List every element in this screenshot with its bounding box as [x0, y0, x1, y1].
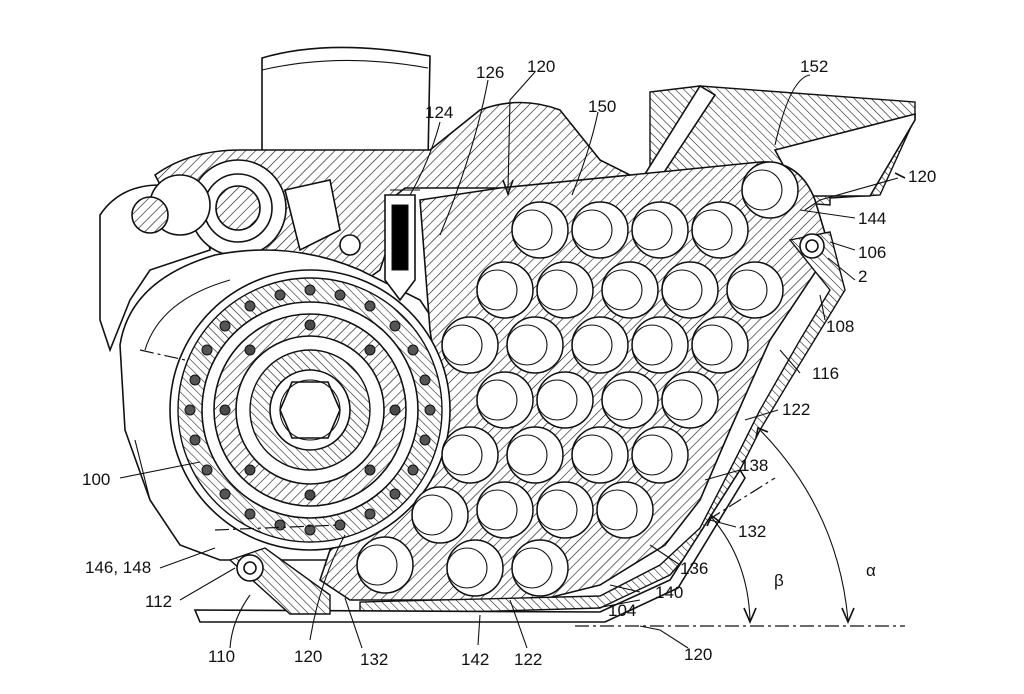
label-152: 152: [800, 57, 828, 76]
gear-bolts-inner: [219, 319, 401, 501]
label-2: 2: [858, 267, 867, 286]
label-136: 136: [680, 559, 708, 578]
battery-cells: [356, 161, 799, 597]
gear-assembly: [169, 269, 451, 551]
label-112: 112: [145, 592, 172, 611]
motor-top-block: [261, 46, 431, 161]
label-122-right: 122: [782, 400, 810, 419]
label-110: 110: [208, 647, 235, 666]
label-106: 106: [858, 243, 886, 262]
label-alpha: α: [866, 561, 876, 580]
label-144: 144: [858, 209, 886, 228]
label-120-top-right: 120: [908, 167, 936, 186]
label-126: 126: [476, 63, 504, 82]
left-linkage: [99, 159, 361, 353]
label-beta: β: [774, 571, 784, 590]
label-120-bottom-left: 120: [294, 647, 322, 666]
label-132-bottom: 132: [360, 650, 388, 669]
label-142: 142: [461, 650, 489, 669]
pinion-shaft: [384, 189, 420, 302]
reference-labels: 100 146, 148 112 110 120 132 142 122 120…: [82, 57, 936, 669]
leader-lines: [119, 71, 906, 649]
label-140: 140: [655, 583, 683, 602]
label-104: 104: [608, 601, 636, 620]
label-124: 124: [425, 103, 453, 122]
label-120-bottom-right: 120: [684, 645, 712, 664]
label-146-148: 146, 148: [85, 558, 151, 577]
label-132-right: 132: [738, 522, 766, 541]
angle-construction: [139, 349, 905, 627]
label-138: 138: [740, 456, 768, 475]
label-100: 100: [82, 470, 110, 489]
label-122-bottom: 122: [514, 650, 542, 669]
gear-bolts-outer: [184, 284, 436, 536]
bottom-plate: [193, 468, 746, 623]
label-120-top: 120: [527, 57, 555, 76]
label-108: 108: [826, 317, 854, 336]
label-116: 116: [812, 364, 839, 383]
label-150: 150: [588, 97, 616, 116]
